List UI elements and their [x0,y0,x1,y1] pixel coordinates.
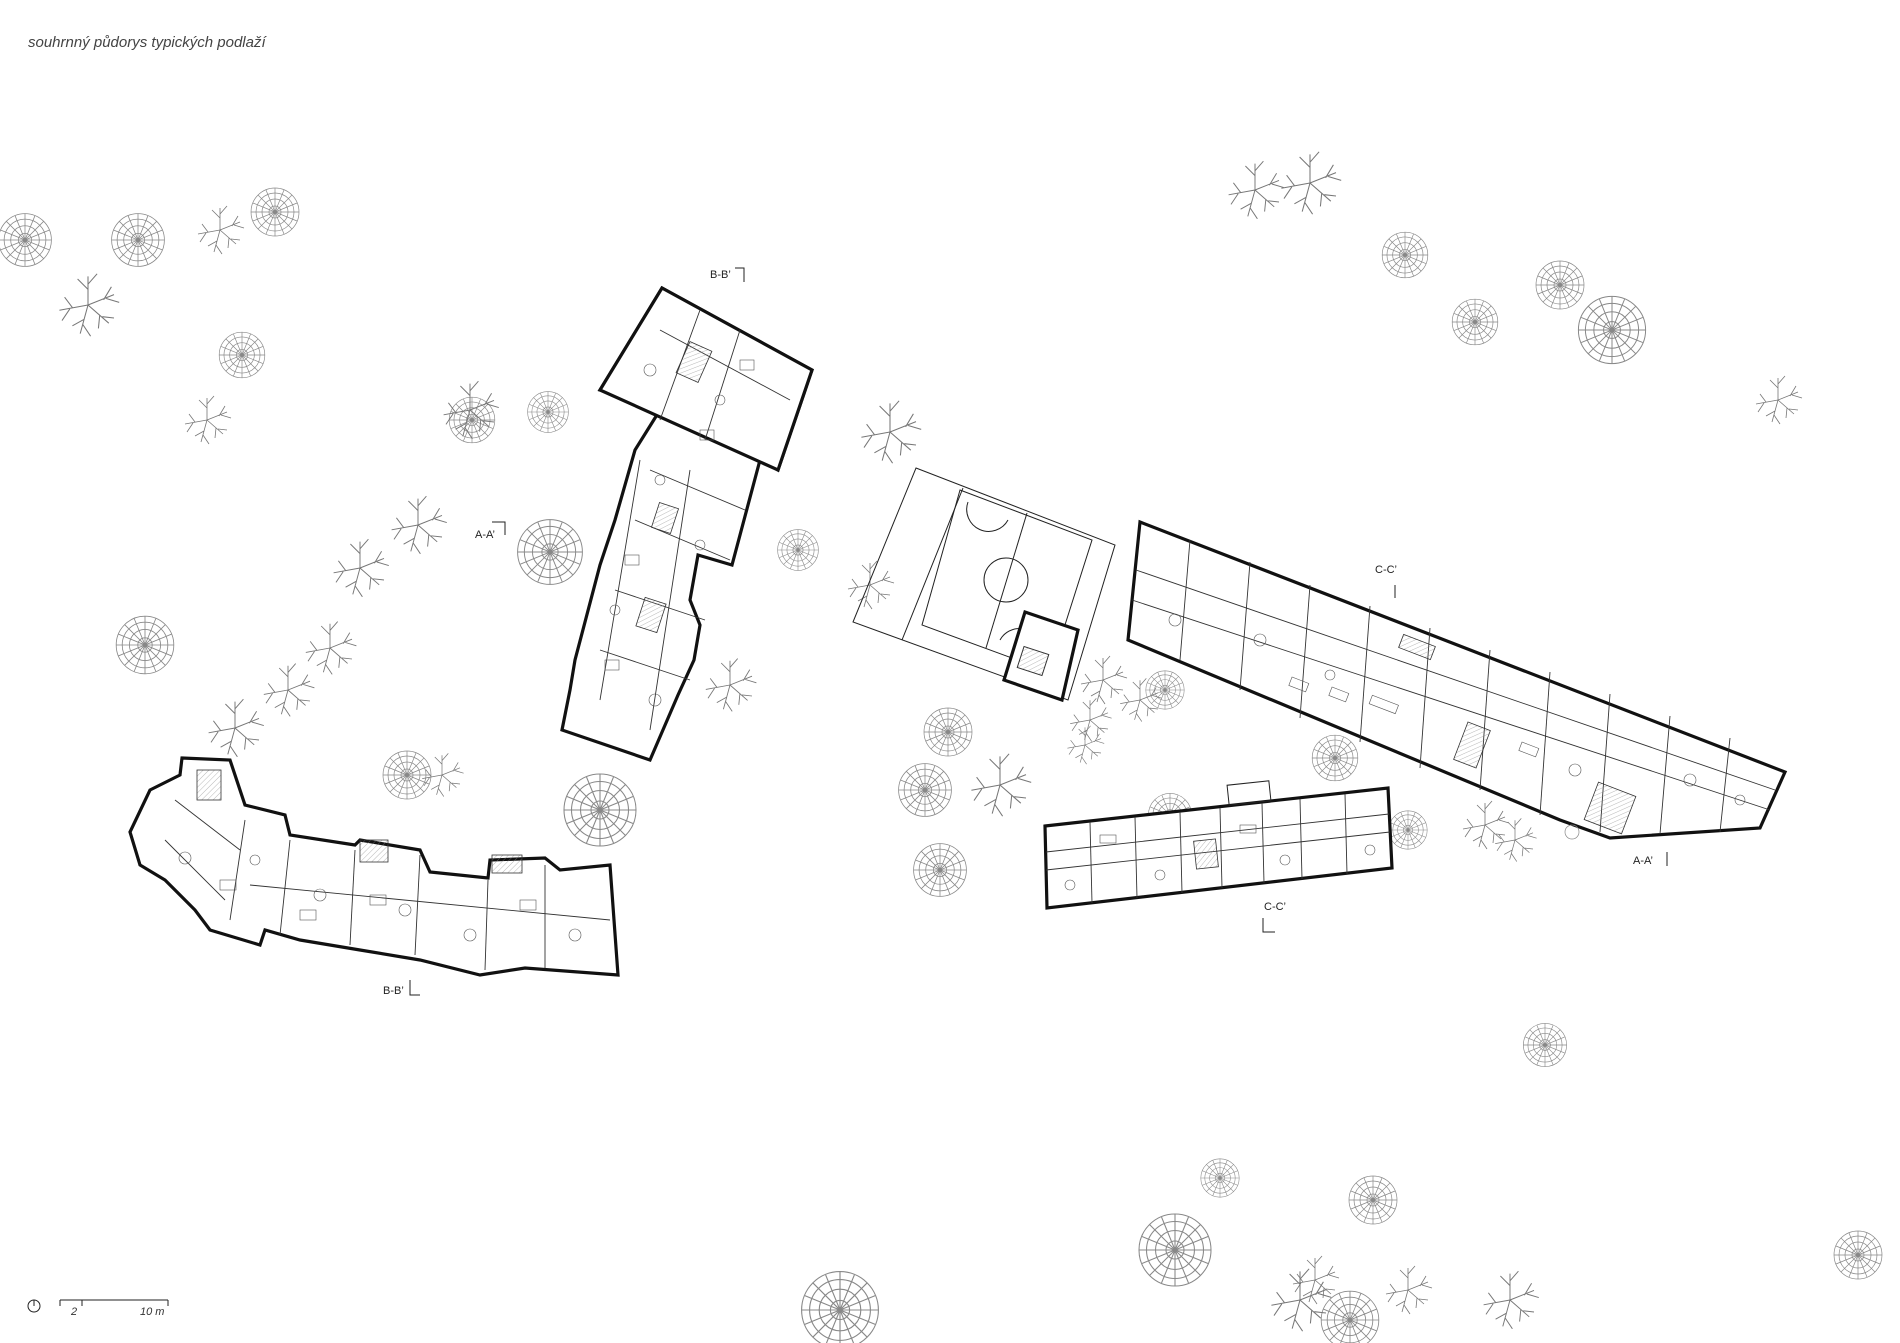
tree-canopy-icon [563,773,637,847]
scale-mark-large: 10 m [140,1306,164,1318]
tree-branch-icon [263,663,315,717]
section-marker-bb-bottom: B-B’ [383,980,420,997]
tree-canopy-icon [898,763,952,817]
tree-canopy-icon [1138,1213,1212,1287]
tree-branch-icon [184,395,232,445]
svg-text:B-B’: B-B’ [710,269,731,281]
tree-canopy-icon [1348,1175,1398,1225]
building-c-long [1126,519,1788,840]
tree-branch-icon [1080,655,1128,705]
tree-canopy-icon [913,843,967,897]
tree-branch-icon [1069,698,1112,742]
tree-branch-icon [197,205,245,255]
section-marker-aa-right: A-A’ [1633,852,1668,867]
section-marker-bb-top: B-B’ [710,267,745,282]
tree-canopy-icon [777,529,819,571]
tree-canopy-icon [1577,295,1647,365]
svg-text:C-C’: C-C’ [1264,901,1286,913]
tree-canopy-icon [1535,260,1585,310]
section-markers: B-B’ A-A’ C-C’ B-B’ C-C’ A-A’ [383,267,1668,997]
scale-bar: 2 10 m [27,1299,169,1318]
tree-canopy-icon [527,391,569,433]
tree-branch-icon [333,538,390,598]
tree-canopy-icon [115,615,175,675]
tree-canopy-icon [1833,1230,1883,1280]
tree-branch-icon [847,560,895,610]
tree-branch-icon [1462,800,1510,850]
tree-branch-icon [305,621,357,675]
tree-branch-icon [705,658,757,712]
tree-branch-icon [1483,1270,1540,1330]
tree-branch-icon [391,495,448,555]
tree-canopy-icon [250,187,300,237]
tree-canopy-icon [923,707,973,757]
tree-branch-icon [1494,818,1537,862]
tree-branch-icon [1385,1265,1433,1315]
svg-text:A-A’: A-A’ [475,529,495,541]
tree-branch-icon [208,698,265,758]
tree-branch-icon [1228,160,1285,220]
tree-branch-icon [1280,151,1342,215]
section-marker-cc-bottom: C-C’ [1262,901,1286,933]
section-marker-cc-top: C-C’ [1375,564,1397,598]
section-marker-aa-left: A-A’ [475,521,506,541]
tree-branch-icon [1270,1268,1332,1332]
tree-canopy-icon [0,213,52,267]
north-arrow-icon [27,1299,41,1313]
building-c-short [1043,780,1394,910]
tree-branch-icon [860,400,922,464]
tree-canopy-icon [1381,231,1429,279]
tree-branch-icon [970,753,1032,817]
svg-text:B-B’: B-B’ [383,985,404,997]
building-b-south-wing [128,756,620,977]
tree-canopy-icon [801,1271,879,1343]
tree-canopy-icon [1145,670,1185,710]
drawing-title: souhrnný půdorys typických podlaží [28,34,266,51]
tree-branch-icon [58,273,120,337]
building-b-north-wing [560,285,814,762]
tree-canopy-icon [111,213,165,267]
sports-court [852,467,1116,703]
tree-canopy-icon [1451,298,1499,346]
tree-canopy-icon [1320,1290,1380,1343]
svg-text:A-A’: A-A’ [1633,855,1653,867]
tree-branch-icon [1067,725,1105,765]
tree-branch-icon [1755,375,1803,425]
tree-canopy-icon [1200,1158,1240,1198]
svg-text:C-C’: C-C’ [1375,564,1397,576]
tree-canopy-icon [1388,810,1428,850]
tree-canopy-icon [517,519,583,585]
tree-canopy-icon [382,750,432,800]
tree-canopy-icon [218,331,266,379]
scale-mark-small: 2 [70,1306,77,1318]
tree-canopy-icon [1523,1023,1567,1067]
tree-canopy-icon [1311,734,1359,782]
